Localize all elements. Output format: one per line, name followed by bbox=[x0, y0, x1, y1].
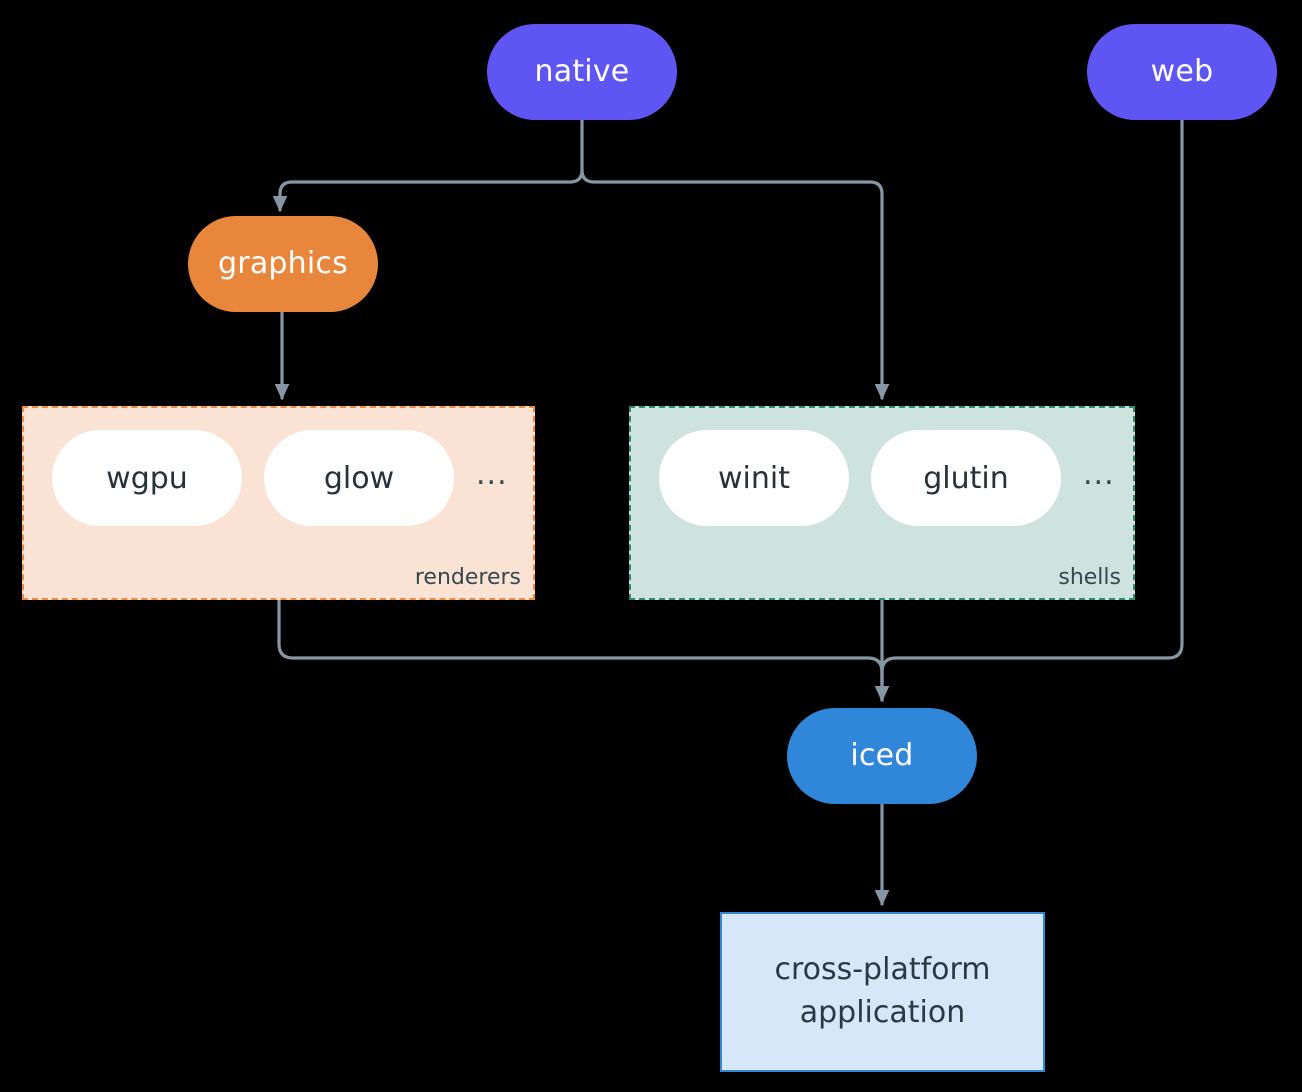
edge-renderers-iced bbox=[277, 598, 884, 702]
group-renderers-label: renderers bbox=[414, 565, 521, 590]
node-iced[interactable]: iced bbox=[787, 708, 977, 804]
chip-wgpu[interactable]: wgpu bbox=[52, 430, 242, 526]
application-line-1: cross-platform bbox=[774, 952, 991, 988]
node-native[interactable]: native bbox=[487, 24, 677, 120]
chip-winit[interactable]: winit bbox=[659, 430, 849, 526]
edge-native-shells bbox=[580, 168, 890, 400]
chip-glutin[interactable]: glutin bbox=[871, 430, 1061, 526]
renderers-overflow-ellipsis: ... bbox=[476, 456, 508, 492]
chip-glow[interactable]: glow bbox=[264, 430, 454, 526]
group-shells-items: winit glutin ... bbox=[631, 430, 1115, 526]
application-line-2: application bbox=[799, 995, 966, 1030]
node-graphics[interactable]: graphics bbox=[188, 216, 378, 312]
group-renderers-items: wgpu glow ... bbox=[24, 430, 508, 526]
shells-overflow-ellipsis: ... bbox=[1083, 456, 1115, 492]
node-cross-platform-application[interactable]: cross-platform application bbox=[720, 912, 1045, 1072]
group-shells-label: shells bbox=[1058, 565, 1121, 590]
edge-native-graphics bbox=[272, 168, 584, 212]
node-web[interactable]: web bbox=[1087, 24, 1277, 120]
group-renderers: wgpu glow ... renderers bbox=[22, 406, 535, 600]
group-shells: winit glutin ... shells bbox=[629, 406, 1135, 600]
